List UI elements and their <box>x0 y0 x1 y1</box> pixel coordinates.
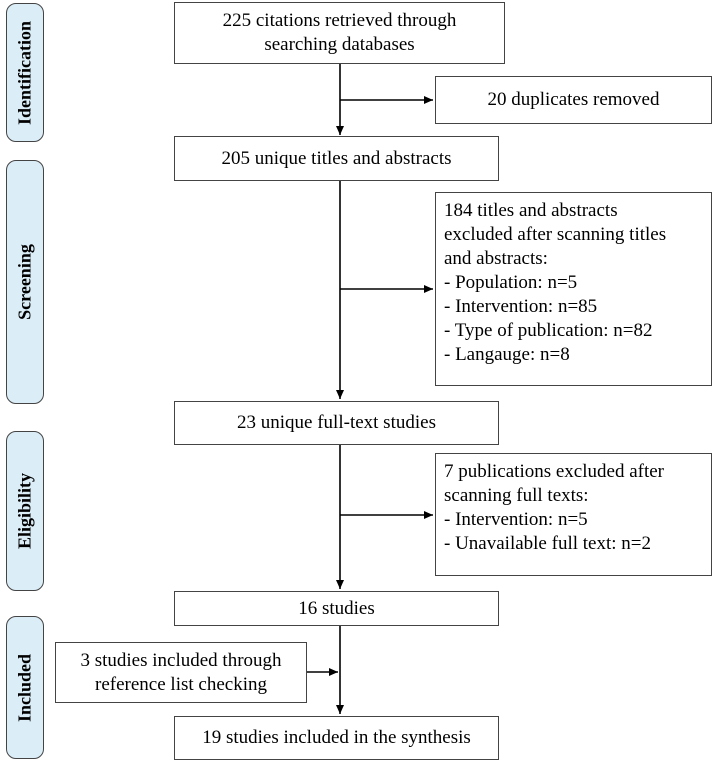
stage-eligibility: Eligibility <box>6 431 44 591</box>
stage-identification: Identification <box>6 3 44 142</box>
box-duplicates: 20 duplicates removed <box>435 76 712 124</box>
box-fulltext: 23 unique full-text studies <box>174 401 499 445</box>
box-excluded-eligibility: 7 publications excluded after scanning f… <box>435 453 712 576</box>
box-unique-titles: 205 unique titles and abstracts <box>174 136 499 181</box>
stage-included: Included <box>6 616 44 759</box>
box-retrieved: 225 citations retrieved through searchin… <box>174 2 505 64</box>
box-16-studies: 16 studies <box>174 591 499 626</box>
stage-screening: Screening <box>6 160 44 404</box>
box-reference-list: 3 studies included through reference lis… <box>55 642 307 703</box>
box-excluded-screening: 184 titles and abstracts excluded after … <box>435 192 712 386</box>
box-synthesis: 19 studies included in the synthesis <box>174 716 499 760</box>
